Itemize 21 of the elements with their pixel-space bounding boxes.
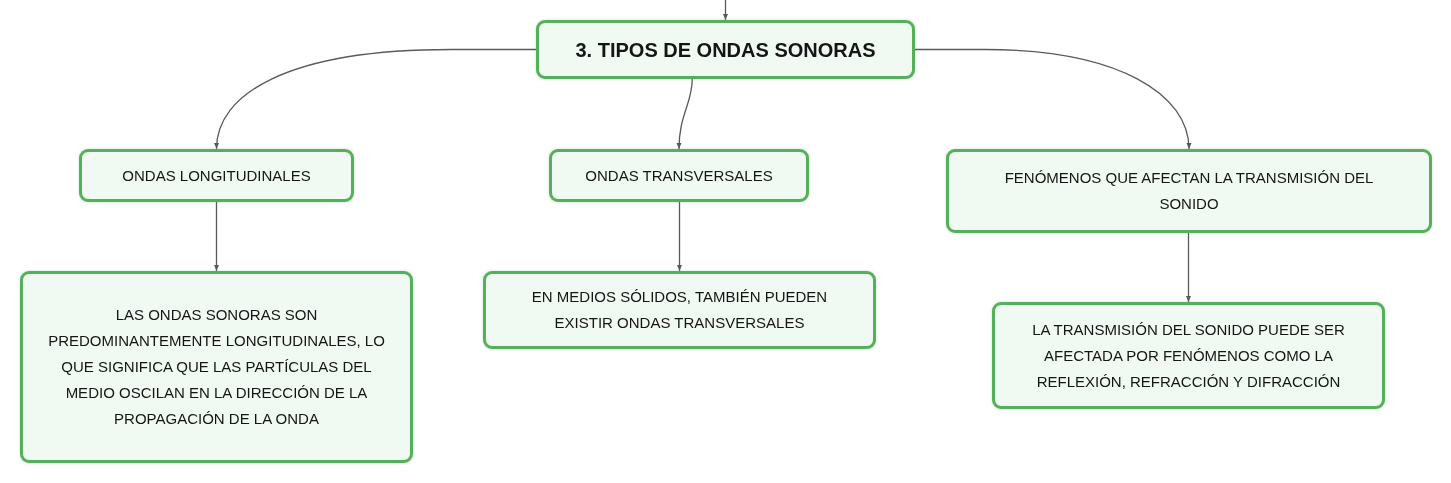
subtopic-box [20, 271, 413, 463]
connector-arrow [723, 0, 728, 21]
node-text: ONDAS LONGITUDINALES [122, 165, 311, 186]
subtopic-box [483, 271, 876, 349]
central-topic-box [536, 20, 915, 79]
node-text: EN MEDIOS SÓLIDOS, TAMBIÉN PUEDEN EXISTIR ONDAS TRANSVERSALES [530, 287, 829, 333]
node-text: FENÓMENOS QUE AFECTAN LA TRANSMISIÓN DEL SONIDO [1003, 168, 1375, 214]
topic-box [946, 149, 1432, 233]
topic-box [79, 149, 354, 202]
subtopic-box [992, 302, 1385, 409]
connector-arrow [677, 201, 682, 272]
node-text: LAS ONDAS SONORAS SON PREDOMINANTEMENTE LONGITUDINALES, LO QUE SIGNIFICA QUE LAS PARTÍCULAS DEL MEDIO OSCILAN EN LA DIRECCIÓN DE LA PROPAGACIÓN DE LA ONDA [47, 305, 386, 429]
connector-arrow [914, 48, 1191, 150]
topic-box [549, 149, 809, 202]
node-text: LA TRANSMISIÓN DEL SONIDO PUEDE SER AFECTADA POR FENÓMENOS COMO LA REFLEXIÓN, REFRACCIÓN Y DIFRACCIÓN [1031, 319, 1346, 392]
connector-arrow [1186, 232, 1191, 303]
connector-arrow [214, 201, 219, 272]
connector-arrow [214, 48, 537, 150]
connector-arrow [676, 78, 693, 150]
node-text: ONDAS TRANSVERSALES [585, 165, 773, 186]
topic-title: 3. TIPOS DE ONDAS SONORAS [575, 37, 876, 63]
